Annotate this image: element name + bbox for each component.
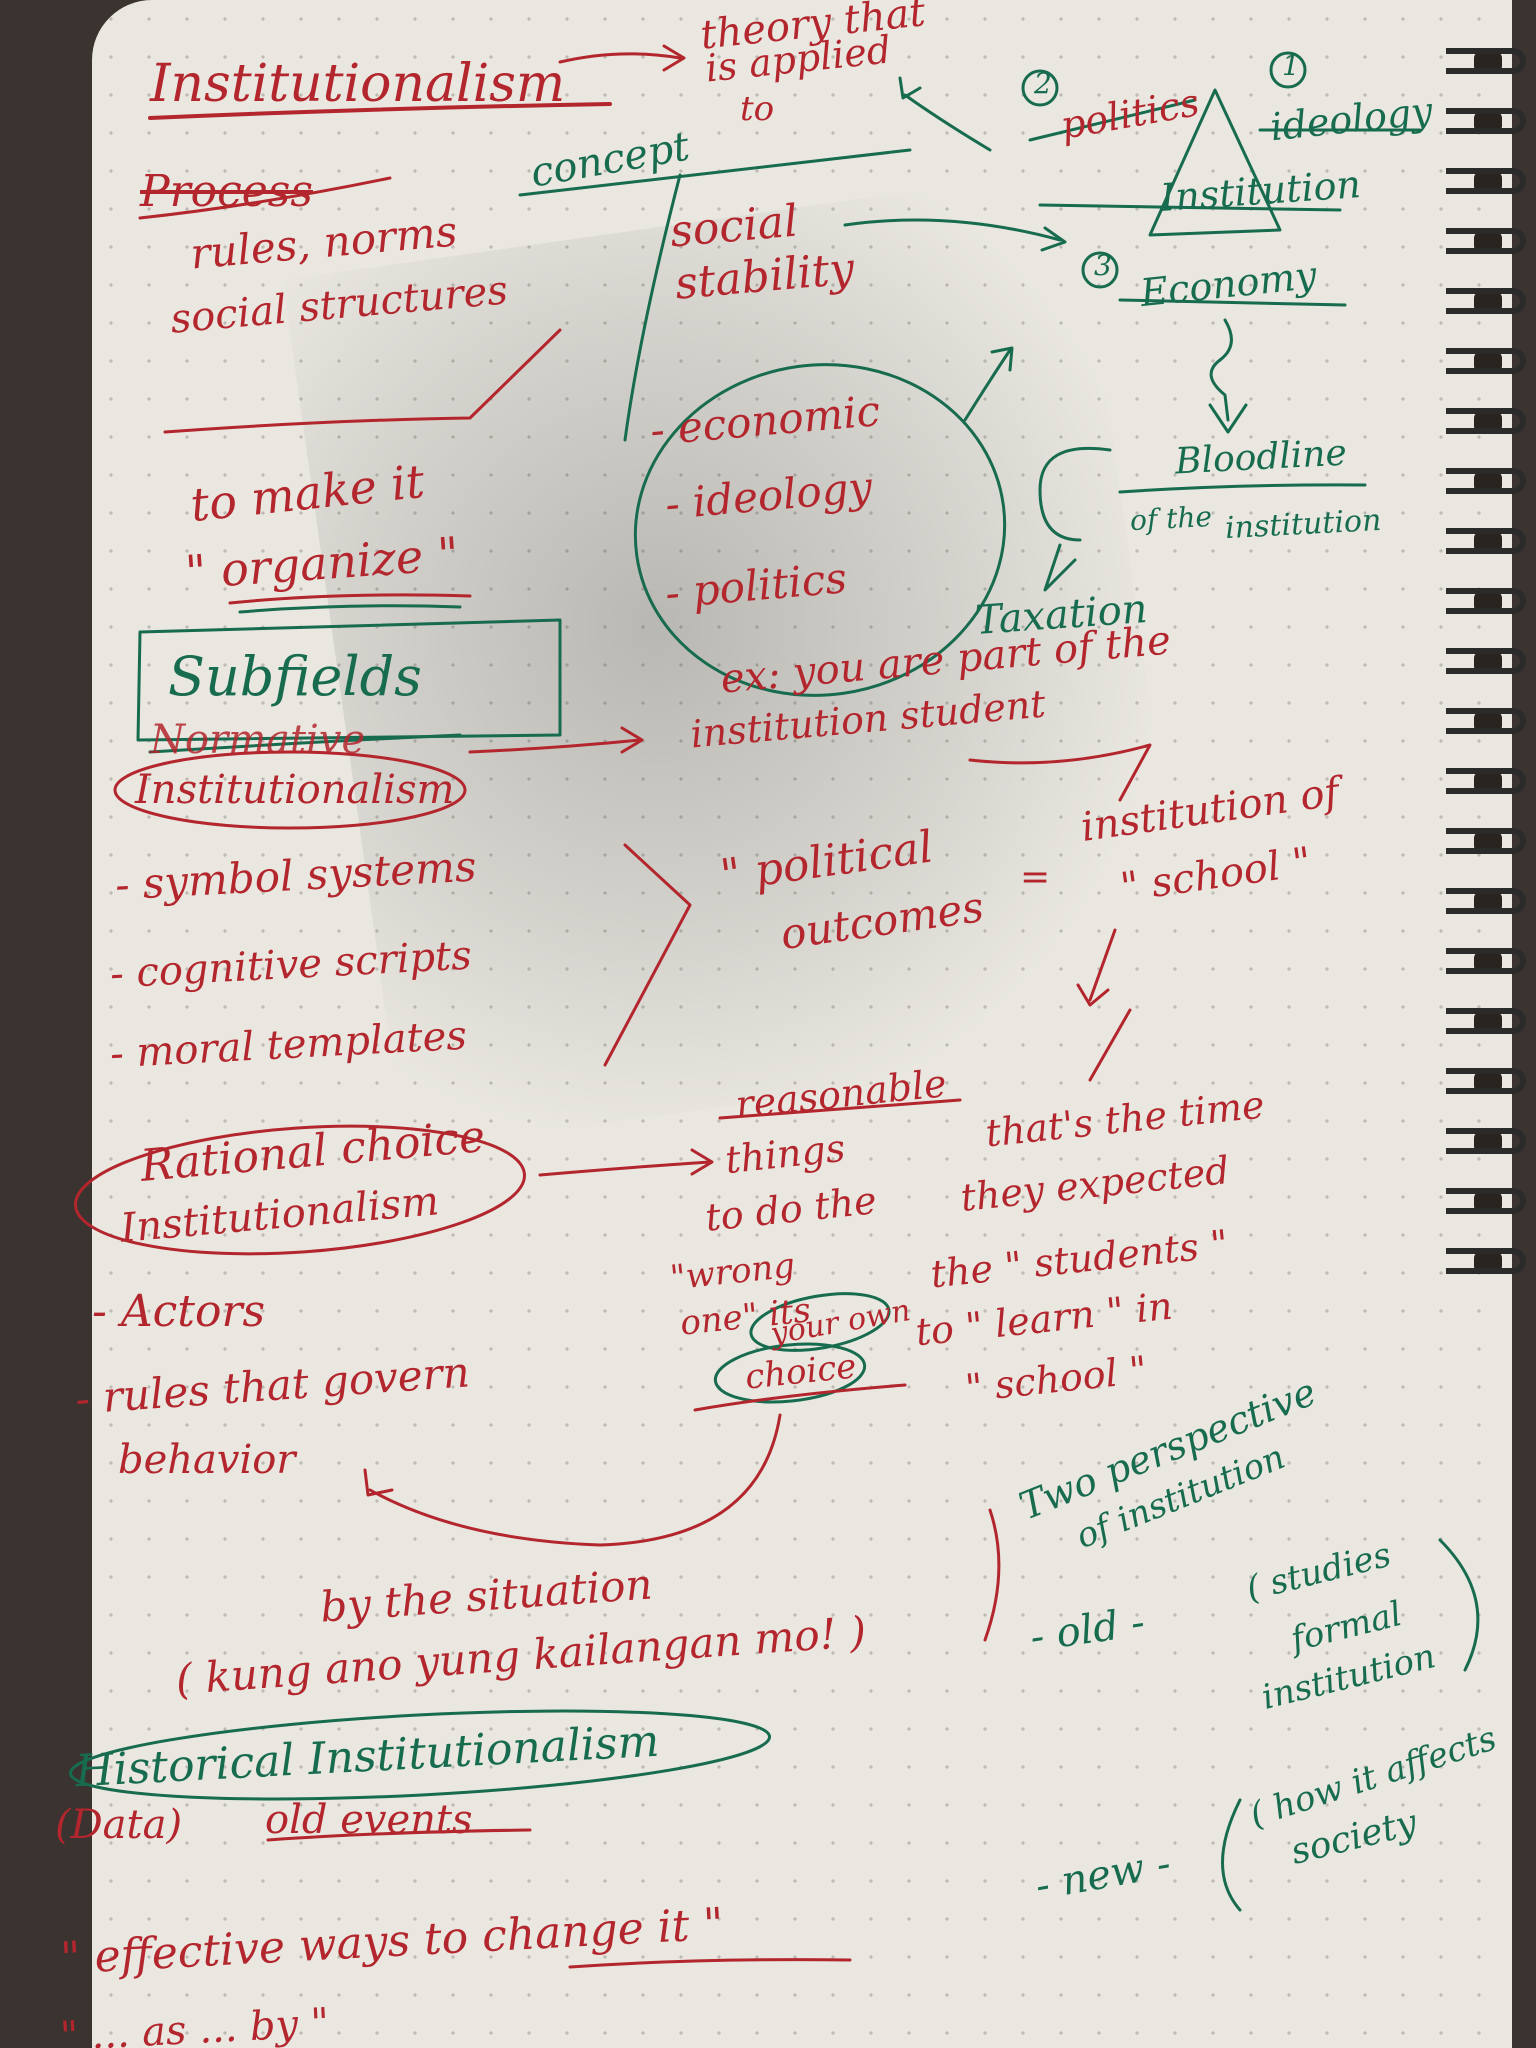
note-process: Process	[140, 166, 313, 217]
note-data: (Data)	[55, 1802, 183, 1848]
note-bloodline: Bloodline	[1174, 432, 1348, 483]
spiral-binding	[1446, 0, 1536, 2048]
note-normative: Normative	[150, 717, 366, 763]
note-circled-2: 2	[1034, 67, 1052, 100]
note-circled-3: 3	[1094, 249, 1112, 282]
note-behavior: behavior	[118, 1437, 296, 1483]
note-institutionalism-2: Institutionalism	[135, 767, 455, 813]
note-circled-1: 1	[1282, 49, 1300, 82]
note-social: social	[667, 195, 801, 258]
note-title: Institutionalism	[150, 54, 566, 114]
dotted-notebook-page	[92, 0, 1512, 2048]
note-of-the: of the	[1129, 499, 1213, 538]
note-actors: - Actors	[92, 1286, 266, 1337]
note-to: to	[740, 89, 775, 129]
note-equals: =	[1020, 857, 1051, 898]
note-institution-small: institution	[1224, 502, 1383, 547]
note-subfields: Subfields	[168, 645, 422, 708]
note-old-events: old events	[265, 1797, 473, 1843]
